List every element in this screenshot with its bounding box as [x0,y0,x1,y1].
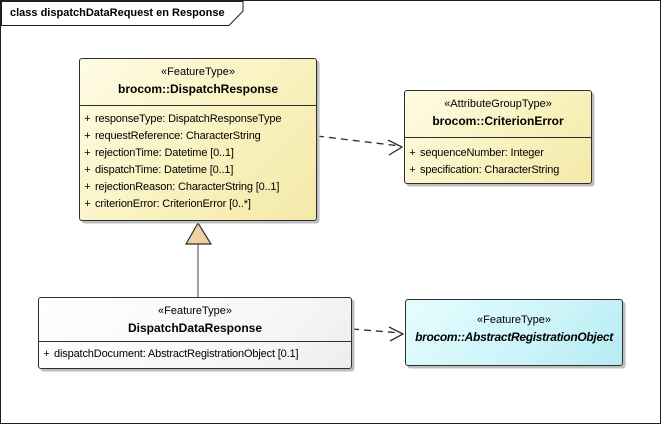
visibility-marker: + [409,164,416,176]
class-header: «FeatureType» brocom::DispatchResponse [80,59,316,106]
stereotype-label: «FeatureType» [161,66,235,78]
attribute-text: dispatchDocument: AbstractRegistrationOb… [54,348,299,360]
class-header: «FeatureType» brocom::AbstractRegistrati… [406,300,622,365]
visibility-marker: + [409,147,416,159]
attribute-text: criterionError: CriterionError [0..*] [95,198,251,210]
class-name: brocom::DispatchResponse [117,82,279,96]
attribute-text: responseType: DispatchResponseType [95,113,282,125]
class-name: brocom::AbstractRegistrationObject [415,330,613,344]
visibility-marker: + [84,113,91,125]
attribute-compartment: + dispatchDocument: AbstractRegistration… [39,342,351,363]
class-box-dispatch-response[interactable]: «FeatureType» brocom::DispatchResponse +… [79,58,317,221]
attribute-compartment: + responseType: DispatchResponseType + r… [80,106,316,213]
generalization-connector[interactable] [184,221,213,297]
attribute-text: specification: CharacterString [420,164,560,176]
diagram-title-tab-shape [1,1,244,26]
stereotype-label: «FeatureType» [477,314,551,326]
attribute-row[interactable]: + criterionError: CriterionError [0..*] [80,196,316,213]
visibility-marker: + [84,130,91,142]
attribute-row[interactable]: + dispatchDocument: AbstractRegistration… [39,346,351,363]
class-header: «AttributeGroupType» brocom::CriterionEr… [405,91,591,138]
attribute-row[interactable]: + dispatchTime: Datetime [0..1] [80,162,316,179]
dependency-connector-abstract-registration-object[interactable] [351,326,405,342]
visibility-marker: + [84,198,91,210]
attribute-row[interactable]: + rejectionReason: CharacterString [0..1… [80,179,316,196]
class-box-abstract-registration-object[interactable]: «FeatureType» brocom::AbstractRegistrati… [405,299,623,366]
class-name: DispatchDataResponse [127,321,263,335]
class-header: «FeatureType» DispatchDataResponse [39,298,351,342]
visibility-marker: + [43,348,50,360]
attribute-row[interactable]: + rejectionTime: Datetime [0..1] [80,145,316,162]
attribute-text: rejectionTime: Datetime [0..1] [95,147,234,159]
class-name: brocom::CriterionError [432,114,564,128]
visibility-marker: + [84,147,91,159]
stereotype-label: «FeatureType» [158,305,232,317]
attribute-row[interactable]: + specification: CharacterString [405,162,591,179]
diagram-title: class dispatchDataRequest en Response [10,7,225,19]
attribute-text: dispatchTime: Datetime [0..1] [95,164,234,176]
hollow-triangle-arrowhead [184,221,213,245]
attribute-compartment: + sequenceNumber: Integer + specificatio… [405,138,591,179]
attribute-text: rejectionReason: CharacterString [0..1] [95,181,280,193]
visibility-marker: + [84,164,91,176]
attribute-row[interactable]: + responseType: DispatchResponseType [80,111,316,128]
class-box-dispatch-data-response[interactable]: «FeatureType» DispatchDataResponse + dis… [38,297,352,369]
stereotype-label: «AttributeGroupType» [444,98,552,110]
class-box-criterion-error[interactable]: «AttributeGroupType» brocom::CriterionEr… [404,90,592,184]
attribute-row[interactable]: + sequenceNumber: Integer [405,145,591,162]
attribute-text: sequenceNumber: Integer [420,147,544,159]
visibility-marker: + [84,181,91,193]
attribute-row[interactable]: + requestReference: CharacterString [80,128,316,145]
attribute-text: requestReference: CharacterString [95,130,261,142]
dependency-connector-criterion-error[interactable] [316,135,404,156]
